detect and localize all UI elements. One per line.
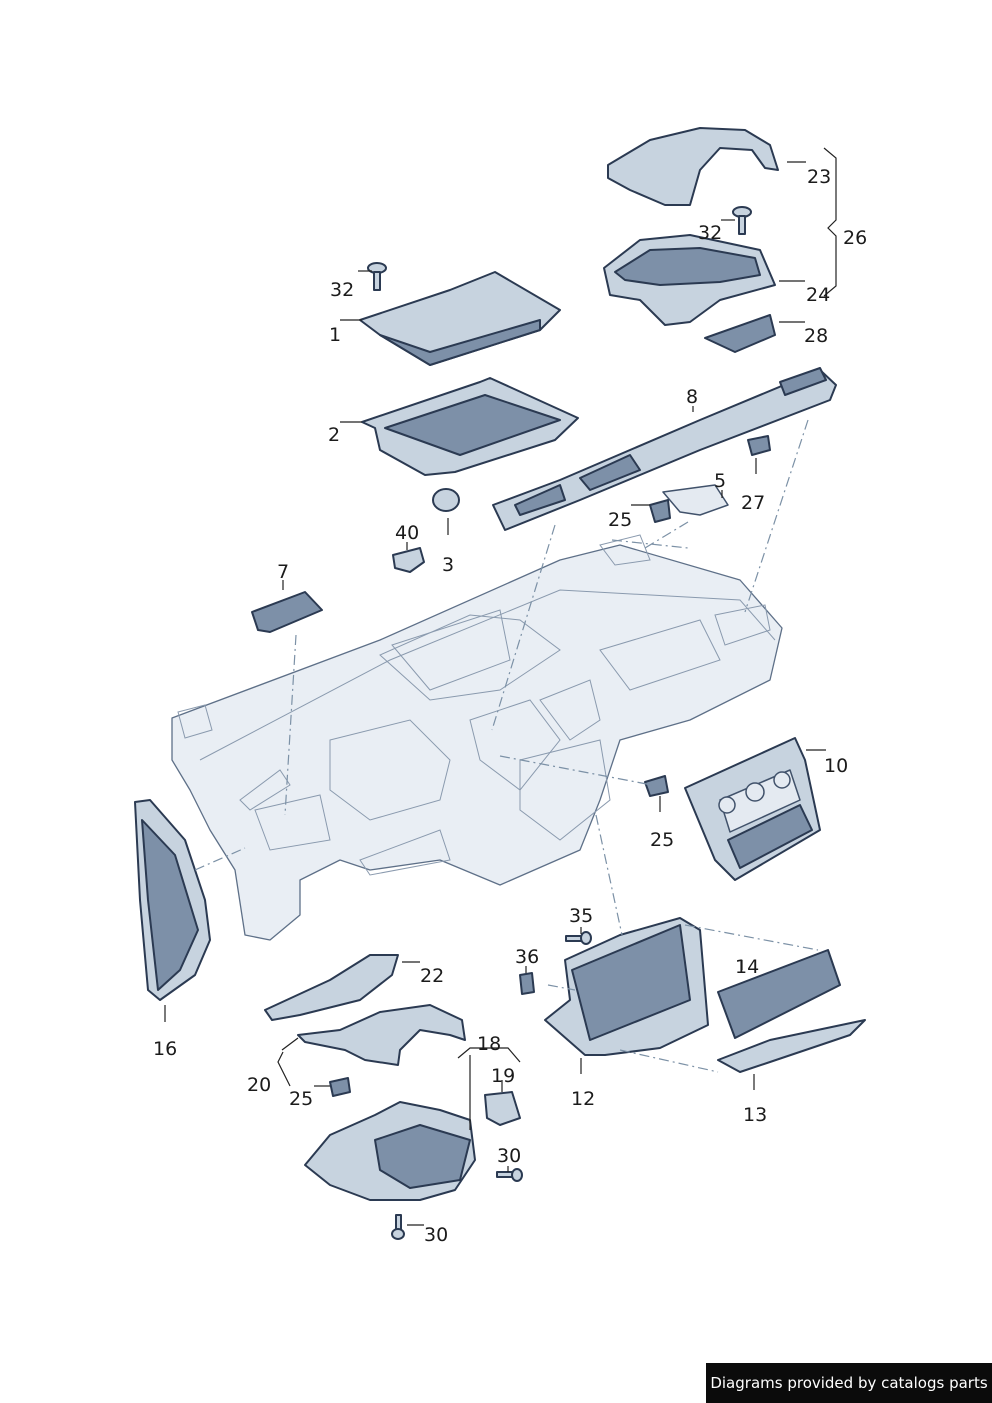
callout-19: 19 bbox=[491, 1065, 515, 1087]
leader-lines bbox=[164, 147, 837, 1226]
part-vent-strip bbox=[492, 367, 837, 531]
part-glovebox-lid bbox=[359, 271, 561, 366]
part-vent-5 bbox=[662, 484, 729, 516]
part-screw-left bbox=[367, 262, 387, 291]
part-glovebox bbox=[361, 377, 579, 476]
part-screw-30-bottom bbox=[391, 1214, 405, 1240]
part-column-trim-22 bbox=[264, 954, 399, 1021]
part-side-trim bbox=[134, 799, 211, 1001]
part-screw-35 bbox=[565, 931, 592, 945]
part-lower-shroud bbox=[304, 1101, 476, 1201]
callout-26: 26 bbox=[843, 227, 867, 249]
part-cover-plate bbox=[704, 314, 776, 353]
part-compartment-lid bbox=[717, 949, 841, 1039]
part-screw-upper bbox=[732, 206, 752, 235]
callout-labels: 23 26 32 24 28 32 1 8 2 5 27 25 40 3 7 1… bbox=[153, 166, 867, 1246]
dashboard-panel bbox=[171, 534, 783, 941]
part-clip-19 bbox=[484, 1091, 521, 1126]
part-clip-40 bbox=[392, 547, 425, 573]
callout-32-upper: 32 bbox=[698, 222, 722, 244]
callout-35: 35 bbox=[569, 905, 593, 927]
callout-25-mid: 25 bbox=[650, 829, 674, 851]
callout-25-lower: 25 bbox=[289, 1088, 313, 1110]
callout-13: 13 bbox=[743, 1104, 767, 1126]
connector-lines bbox=[194, 419, 819, 1073]
part-trim-strip bbox=[717, 1019, 866, 1073]
callout-30-right: 30 bbox=[497, 1145, 521, 1167]
part-clip-36 bbox=[519, 972, 535, 995]
callout-40: 40 bbox=[395, 522, 419, 544]
callout-7: 7 bbox=[277, 561, 289, 583]
callout-23: 23 bbox=[807, 166, 831, 188]
callout-18: 18 bbox=[477, 1033, 501, 1055]
part-air-vent-left bbox=[251, 591, 323, 633]
part-storage-compartment bbox=[544, 917, 709, 1056]
part-cap bbox=[432, 488, 460, 512]
callout-16: 16 bbox=[153, 1038, 177, 1060]
callout-27: 27 bbox=[741, 492, 765, 514]
part-clip-25-mid bbox=[644, 775, 669, 797]
callout-10: 10 bbox=[824, 755, 848, 777]
credit-banner: Diagrams provided by catalogs parts bbox=[706, 1363, 992, 1403]
callout-25-upper: 25 bbox=[608, 509, 632, 531]
part-upper-shroud bbox=[297, 1004, 466, 1066]
callout-22: 22 bbox=[420, 965, 444, 987]
callout-5: 5 bbox=[714, 470, 726, 492]
callout-20: 20 bbox=[247, 1074, 271, 1096]
callout-1: 1 bbox=[329, 324, 341, 346]
callout-30-bottom: 30 bbox=[424, 1224, 448, 1246]
part-radio-bezel bbox=[684, 737, 821, 881]
callout-28: 28 bbox=[804, 325, 828, 347]
part-top-cover bbox=[607, 127, 779, 206]
part-clip-25-upper bbox=[649, 499, 671, 523]
callout-36: 36 bbox=[515, 946, 539, 968]
part-screw-30-right bbox=[496, 1168, 523, 1182]
part-storage-tray bbox=[603, 234, 776, 326]
part-clip-27 bbox=[747, 435, 771, 456]
part-clip-25-lower bbox=[329, 1077, 351, 1097]
callout-14: 14 bbox=[735, 956, 759, 978]
callout-2: 2 bbox=[328, 424, 340, 446]
callout-3: 3 bbox=[442, 554, 454, 576]
callout-32-left: 32 bbox=[330, 279, 354, 301]
callout-12: 12 bbox=[571, 1088, 595, 1110]
callout-8: 8 bbox=[686, 386, 698, 408]
callout-24: 24 bbox=[806, 284, 830, 306]
